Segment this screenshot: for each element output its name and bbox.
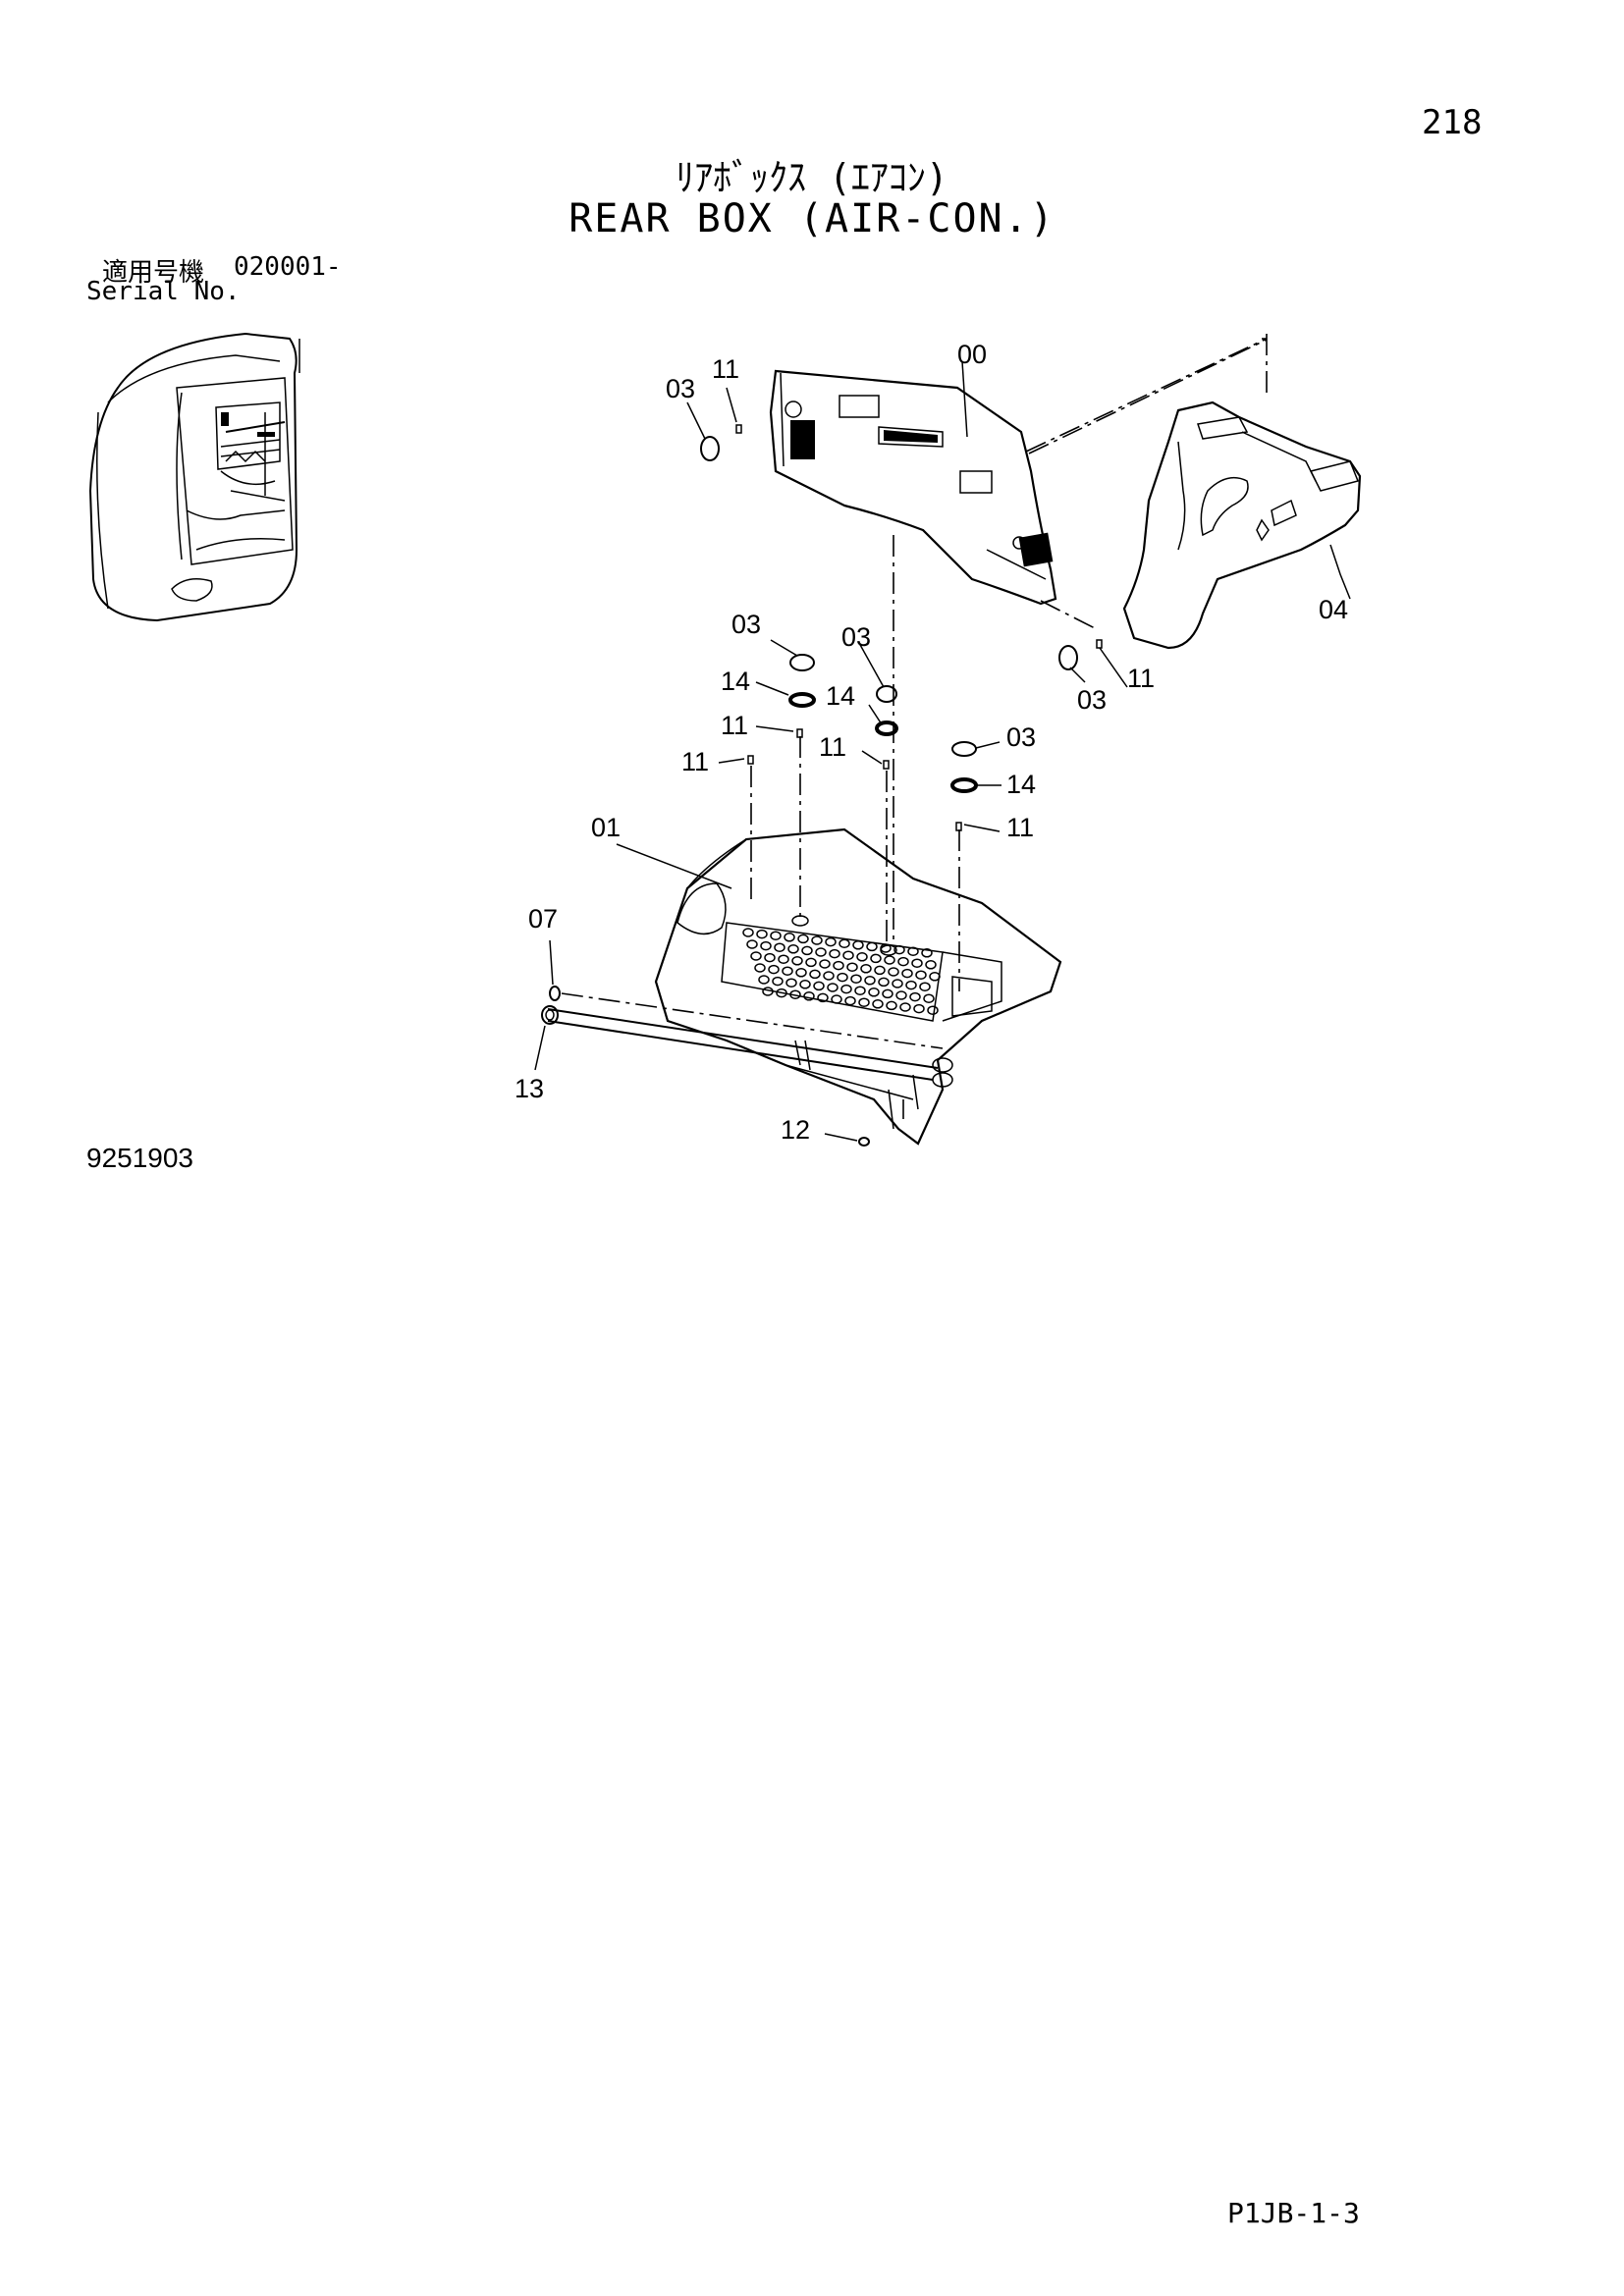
- figure-id: 9251903: [86, 1143, 194, 1173]
- callout-14: 14: [826, 681, 855, 711]
- part-12-bolt: [858, 1137, 870, 1147]
- callout-11: 11: [712, 354, 739, 384]
- cab-location-thumbnail: [88, 332, 300, 622]
- callout-00: 00: [957, 340, 987, 369]
- part-03-caps: [700, 436, 1078, 757]
- assembly-lines: [561, 334, 1268, 1119]
- callout-03: 03: [1006, 722, 1036, 752]
- serial-label: Serial No.: [86, 277, 241, 306]
- callout-14: 14: [721, 667, 750, 696]
- callout-03: 03: [731, 610, 761, 639]
- leader-lines: [534, 360, 1351, 1142]
- part-14-grommets: [788, 692, 978, 793]
- callout-11: 11: [721, 711, 748, 740]
- serial-label-japanese: 適用号機: [102, 258, 205, 288]
- callout-14: 14: [1006, 770, 1036, 799]
- part-04-bracket: [1122, 400, 1362, 650]
- part-01-rear-box: [654, 828, 1062, 1146]
- callout-07: 07: [528, 904, 558, 934]
- page-title: REAR BOX (AIR-CON.): [568, 196, 1056, 241]
- callout-01: 01: [591, 813, 621, 842]
- callout-03: 03: [666, 374, 695, 403]
- part-00-rear-cover: [769, 369, 1057, 606]
- part-00-grille: [884, 430, 938, 443]
- callout-03: 03: [841, 622, 871, 652]
- serial-number-value: 020001-: [234, 252, 342, 282]
- callout-11: 11: [1006, 813, 1034, 842]
- page-number: 218: [1422, 103, 1483, 142]
- part-13-rod: [541, 1005, 939, 1081]
- callout-13: 13: [514, 1074, 544, 1103]
- part-07-bushing: [549, 986, 561, 1001]
- page-title-japanese: ﾘｱﾎﾞｯｸｽ (ｴｱｺﾝ): [676, 156, 948, 199]
- callout-11: 11: [819, 732, 846, 762]
- page-code: P1JB-1-3: [1227, 2197, 1360, 2229]
- part-01-vent-holes: [742, 928, 941, 1015]
- callout-04: 04: [1319, 595, 1348, 624]
- callout-12: 12: [781, 1115, 810, 1145]
- callout-11: 11: [1127, 664, 1155, 693]
- part-callouts: 00 03 11 04 03 11 03 03 14 14 11 11 11 0…: [514, 340, 1348, 1145]
- callout-11: 11: [681, 747, 709, 776]
- callout-03: 03: [1077, 685, 1107, 715]
